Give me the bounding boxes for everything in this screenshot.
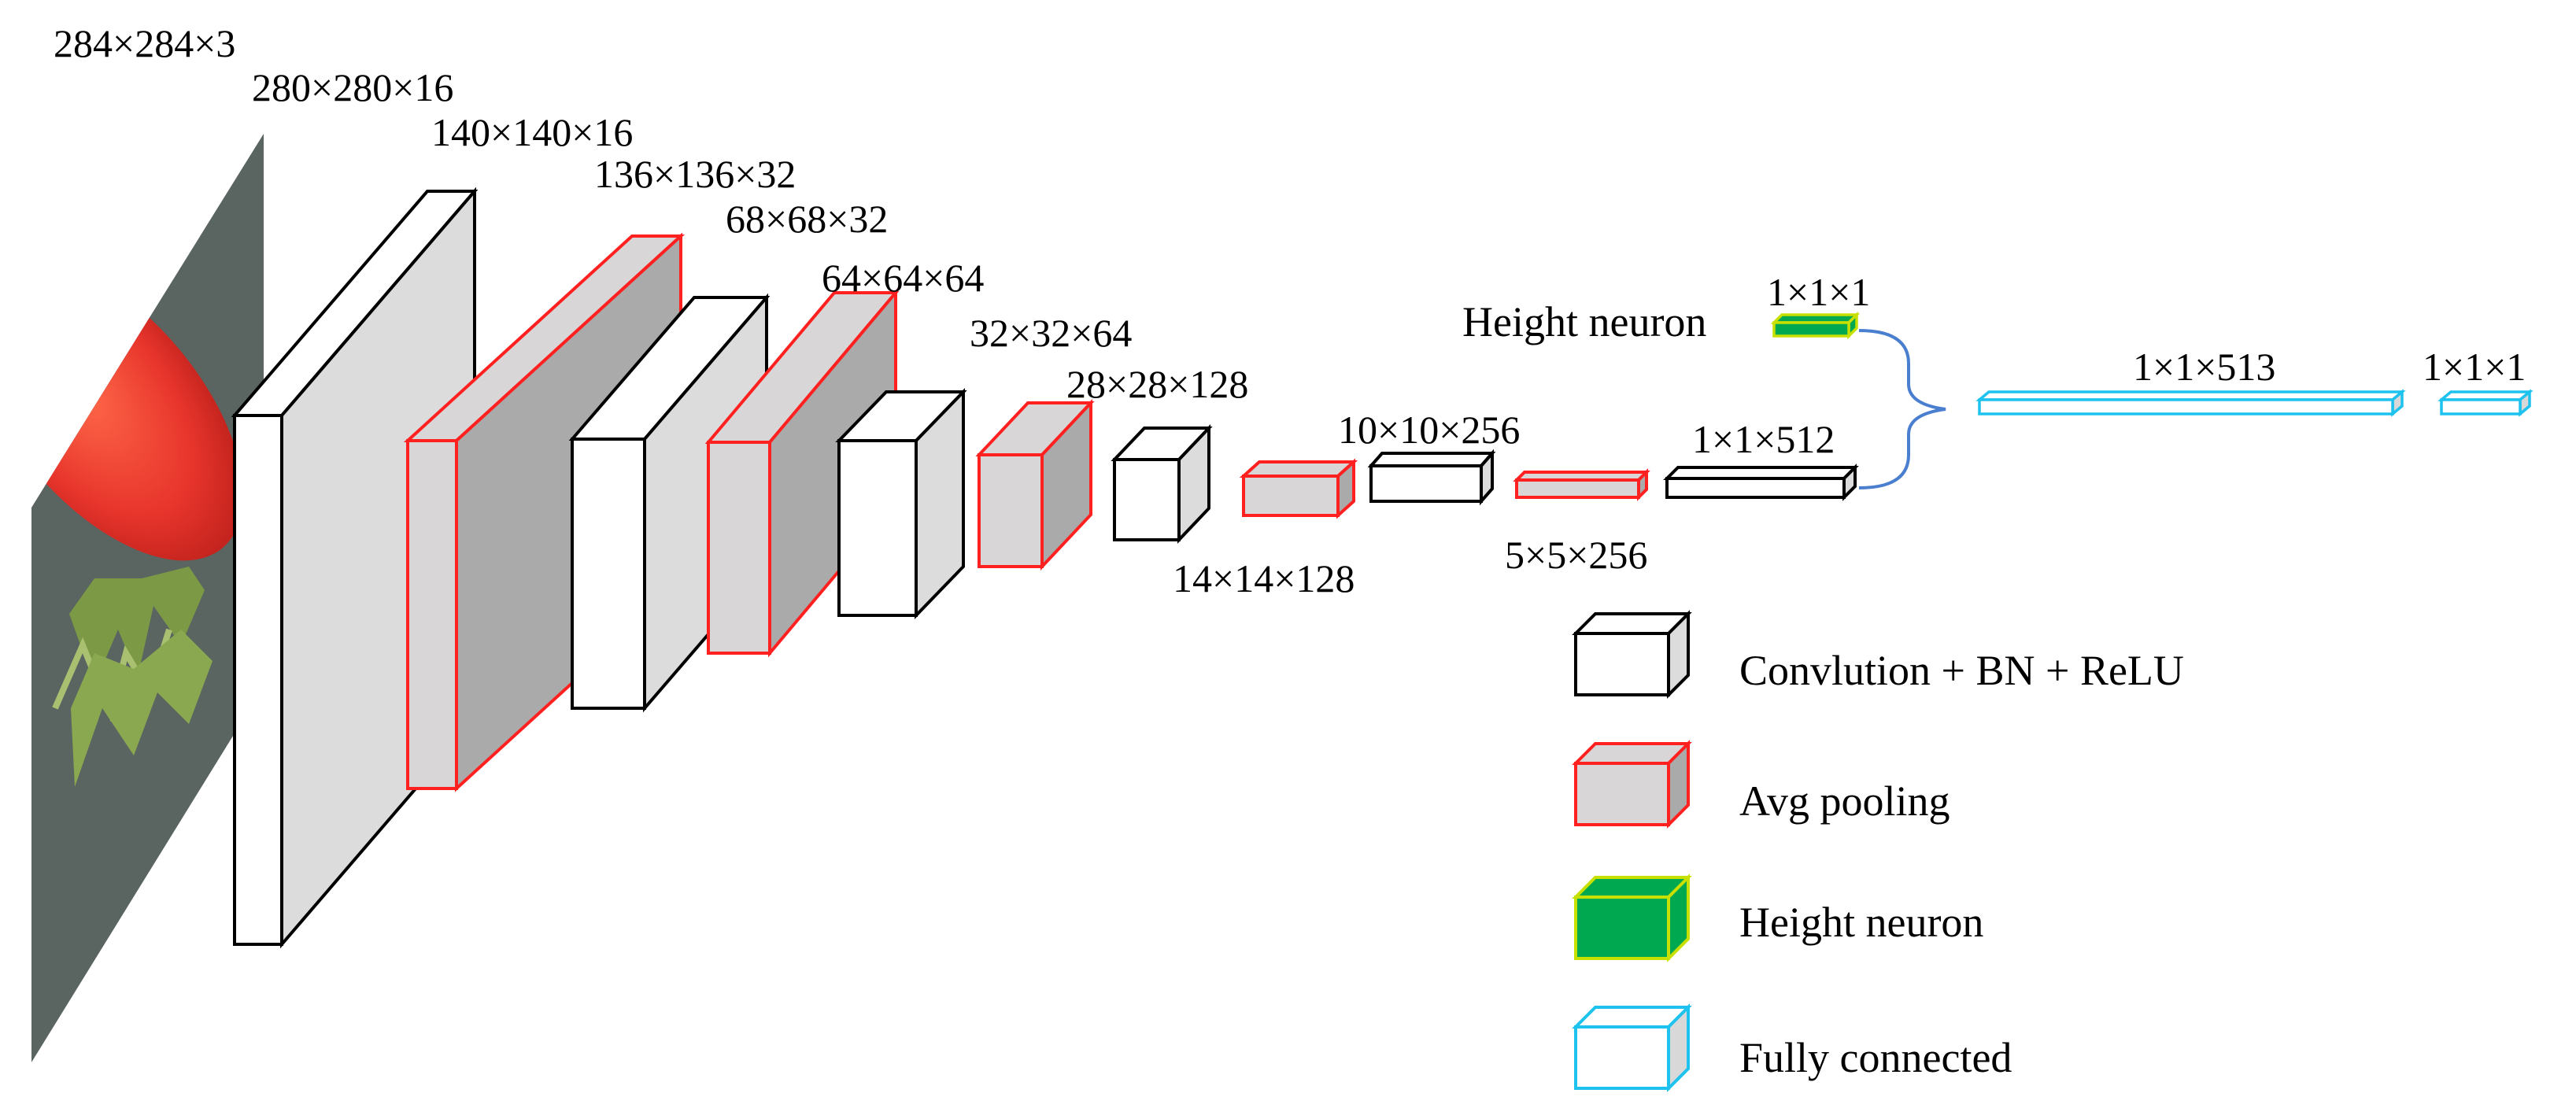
legend-conv-icon: [1572, 610, 1692, 699]
height-neuron-block: [1770, 311, 1861, 340]
dimension-labels: 284×284×3 280×280×16 140×140×16 136×136×…: [54, 21, 2526, 600]
layer-4-dim-label: 68×68×32: [726, 197, 888, 241]
legend-height-icon: [1572, 873, 1692, 962]
fc-1-dim-label: 1×1×513: [2133, 345, 2275, 389]
legend-conv-label: Convlution + BN + ReLU: [1739, 647, 2184, 694]
top-face: [1239, 460, 1358, 478]
front-face: [1574, 762, 1670, 826]
height-neuron-caption: Height neuron: [1462, 298, 1706, 345]
layer-8-block: [1239, 458, 1358, 519]
legend-pool-icon: [1572, 740, 1692, 829]
layer-10-dim-label: 5×5×256: [1505, 533, 1647, 577]
fc-1-block: [1975, 389, 2406, 417]
front-face: [233, 414, 283, 946]
front-face: [837, 439, 918, 617]
front-face: [1574, 896, 1670, 960]
height-neuron-dim-label: 1×1×1: [1767, 270, 1870, 314]
layer-7-dim-label: 28×28×128: [1066, 362, 1248, 406]
legend-icons: [1572, 610, 1692, 1092]
legend: Convlution + BN + ReLU Avg pooling Heigh…: [1572, 610, 2184, 1092]
layer-9-block: [1367, 449, 1496, 506]
front-face: [1574, 632, 1670, 696]
layer-10-block: [1513, 468, 1650, 501]
front-face: [1574, 1025, 1670, 1090]
layer-1-dim-label: 280×280×16: [252, 65, 453, 109]
layer-4-block: [704, 288, 900, 658]
layer-5-block: [835, 388, 967, 619]
legend-fc-label: Fully connected: [1739, 1034, 2012, 1081]
front-face: [1665, 477, 1846, 499]
fc-2-block: [2437, 389, 2533, 417]
front-face: [978, 453, 1044, 568]
front-face: [1369, 464, 1483, 503]
front-face: [1772, 321, 1850, 338]
layer-2-dim-label: 140×140×16: [431, 110, 633, 154]
layer-8-dim-label: 14×14×128: [1173, 556, 1355, 600]
input-dim-label: 284×284×3: [54, 21, 235, 65]
layer-7-block: [1111, 423, 1213, 545]
legend-fc-icon: [1572, 1003, 1692, 1092]
front-face: [1978, 398, 2394, 415]
top-face: [1663, 466, 1859, 480]
legend-pool-label: Avg pooling: [1739, 777, 1950, 825]
front-face: [1515, 478, 1640, 499]
fc-2-dim-label: 1×1×1: [2423, 345, 2526, 389]
front-face: [1242, 475, 1340, 517]
input-image: [31, 134, 264, 1062]
front-face: [571, 438, 646, 710]
layer-5-dim-label: 64×64×64: [822, 256, 984, 300]
merge-bracket: [1858, 329, 1946, 489]
front-face: [406, 439, 458, 790]
layer-11-block: [1663, 463, 1859, 501]
legend-height-label: Height neuron: [1739, 899, 1983, 946]
feature-map-blocks: [231, 186, 2533, 949]
front-face: [1113, 458, 1181, 541]
layer-2-block: [403, 232, 686, 792]
layer-6-dim-label: 32×32×64: [970, 311, 1132, 355]
layer-6-block: [975, 398, 1095, 571]
layer-11-dim-label: 1×1×512: [1692, 417, 1835, 461]
layer-9-dim-label: 10×10×256: [1338, 408, 1520, 452]
front-face: [707, 441, 771, 655]
layer-3-dim-label: 136×136×32: [594, 152, 796, 196]
front-face: [2440, 398, 2522, 415]
top-face: [1367, 452, 1496, 467]
